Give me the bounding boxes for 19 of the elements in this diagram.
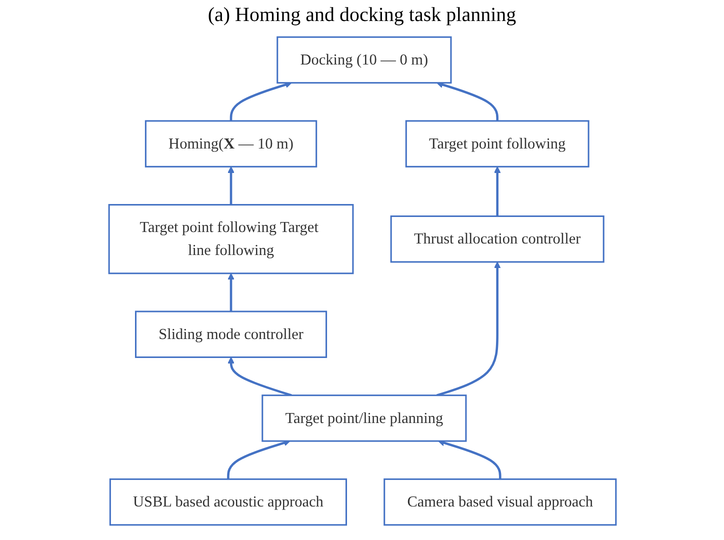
- node-box: Sliding mode controller: [134, 310, 327, 358]
- node-box: Camera based visual approach: [383, 478, 616, 526]
- node-box: USBL based acoustic approach: [108, 478, 347, 526]
- node-box: Target point following: [404, 120, 589, 168]
- arrow: [227, 166, 234, 205]
- arrow: [438, 440, 501, 480]
- arrow: [229, 81, 292, 121]
- node-box: Thrust allocation controller: [390, 215, 604, 263]
- node-box: Target point/line planning: [261, 394, 466, 442]
- node-box: Docking (10 — 0 m): [276, 36, 452, 84]
- arrow: [226, 440, 290, 480]
- node-box: Target point following Target line following: [108, 204, 354, 274]
- arrow: [227, 356, 292, 396]
- arrow: [436, 81, 498, 121]
- arrow: [436, 262, 500, 396]
- node-box: Homing(X — 10 m): [144, 120, 317, 168]
- diagram-title: (a) Homing and docking task planning: [206, 4, 518, 27]
- arrow: [493, 166, 500, 216]
- arrow: [227, 273, 234, 312]
